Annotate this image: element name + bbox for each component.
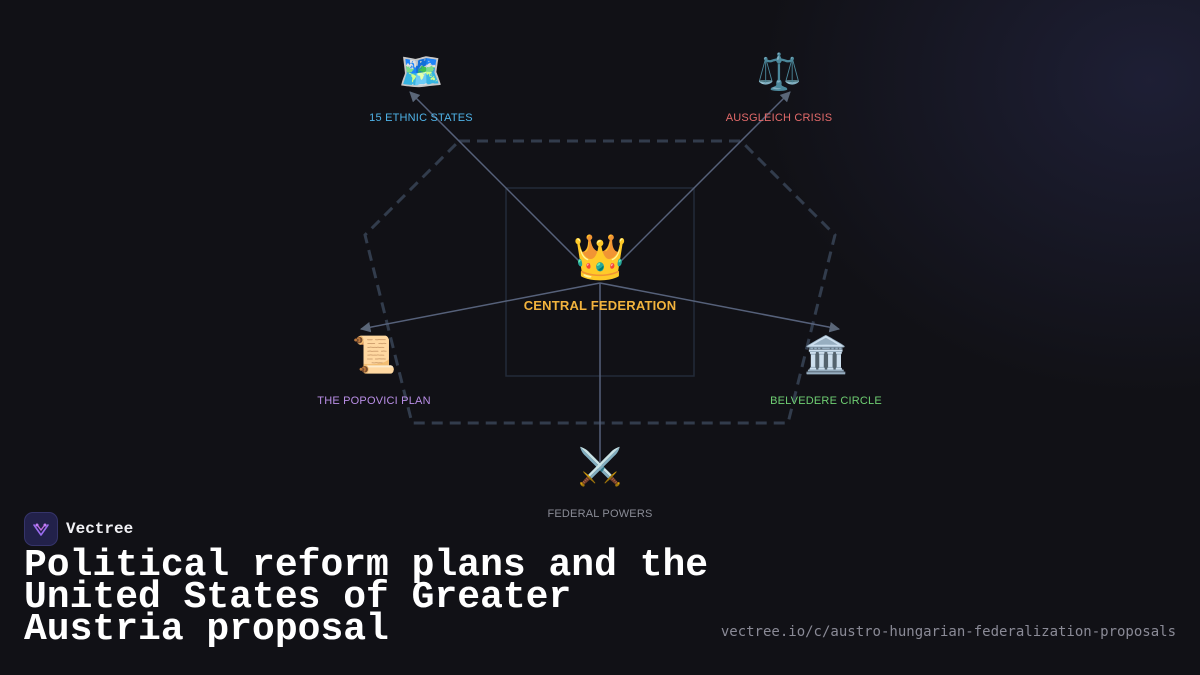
popovici-plan-label: THE POPOVICI PLAN	[317, 395, 431, 407]
map-icon: 🗺️	[398, 51, 444, 92]
ethnic-states-label: 15 ETHNIC STATES	[369, 112, 473, 124]
crown-icon: 👑	[572, 233, 628, 282]
ausgleich-crisis-label: AUSGLEICH CRISIS	[725, 112, 833, 124]
classical-building-icon: 🏛️	[803, 334, 849, 375]
brand: Vectree	[24, 512, 133, 546]
hexagon-outline	[363, 139, 837, 425]
central-federation-label: CENTRAL FEDERATION	[523, 298, 677, 313]
belvedere-circle-label: BELVEDERE CIRCLE	[770, 395, 882, 407]
page-title: Political reform plans and the United St…	[24, 544, 709, 651]
vectree-logo-icon	[24, 512, 58, 546]
federal-powers-label: FEDERAL POWERS	[547, 508, 653, 520]
source-url: vectree.io/c/austro-hungarian-federaliza…	[720, 624, 1176, 640]
connector-popovici-plan	[359, 282, 601, 333]
scroll-icon: 📜	[351, 334, 397, 375]
brand-name: Vectree	[66, 520, 134, 538]
connector-belvedere-circle	[599, 282, 841, 333]
connector-ethnic-states	[409, 91, 591, 273]
connector-ausgleich-crisis	[609, 91, 791, 273]
balance-scale-icon: ⚖️	[756, 51, 802, 92]
crossed-swords-icon: ⚔️	[577, 446, 623, 487]
